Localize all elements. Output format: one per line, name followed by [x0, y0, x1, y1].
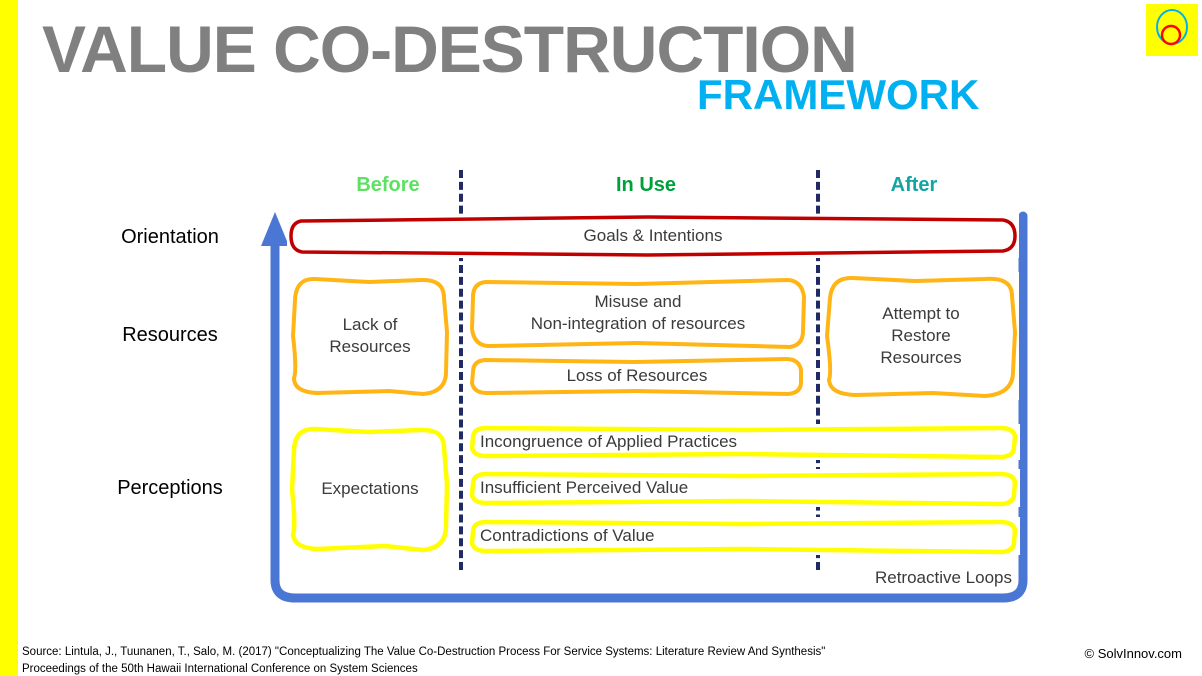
phase-divider-inuse-after — [816, 170, 824, 570]
copyright-notice: © SolvInnov.com — [1084, 646, 1183, 661]
box-contradictions-of-value[interactable]: Contradictions of Value — [468, 517, 1020, 555]
sketch-outline — [469, 425, 1018, 460]
sketch-outline — [291, 276, 449, 396]
source-line-2: Proceedings of the 50th Hawaii Internati… — [22, 662, 418, 675]
sketch-outline — [289, 426, 450, 553]
sketch-outline — [470, 278, 806, 349]
sketch-outline — [469, 519, 1018, 555]
row-label-orientation: Orientation — [121, 226, 219, 248]
box-label: Expectations — [321, 478, 419, 498]
box-label: Insufficient Perceived Value — [480, 477, 689, 497]
box-label: Loss of Resources — [566, 365, 708, 385]
logo-icon — [1156, 9, 1188, 46]
sketch-outline — [470, 357, 803, 396]
solvinnov-logo[interactable] — [1146, 4, 1198, 56]
sketch-outline — [469, 471, 1018, 507]
row-label-resources: Resources — [122, 324, 218, 346]
phase-divider-before-inuse — [459, 170, 467, 570]
box-label: Incongruence of Applied Practices — [480, 431, 738, 451]
row-label-perceptions: Perceptions — [117, 477, 223, 499]
box-label: Contradictions of Value — [480, 525, 655, 545]
box-loss-of-resources[interactable]: Loss of Resources — [468, 355, 806, 397]
phase-header-before: Before — [356, 174, 420, 196]
box-expectations[interactable]: Expectations — [289, 424, 451, 554]
box-incongruence-of-applied-practices[interactable]: Incongruence of Applied Practices — [468, 424, 1020, 460]
box-label: Goals & Intentions — [583, 225, 723, 245]
box-insufficient-perceived-value[interactable]: Insufficient Perceived Value — [468, 469, 1020, 507]
box-goals-and-intentions[interactable]: Goals & Intentions — [287, 214, 1019, 258]
retroactive-loops-caption: Retroactive Loops — [874, 568, 1012, 587]
source-line-1: Source: Lintula, J., Tuunanen, T., Salo,… — [22, 646, 826, 658]
phase-header-after: After — [890, 174, 938, 196]
source-citation: Source: Lintula, J., Tuunanen, T., Salo,… — [22, 644, 825, 676]
page-title: VALUE CO-DESTRUCTION — [42, 12, 858, 86]
sketch-outline — [825, 275, 1017, 398]
page-subtitle: FRAMEWORK — [697, 71, 980, 118]
sketch-outline — [289, 215, 1017, 257]
left-accent-bar — [0, 0, 18, 676]
phase-header-in-use: In Use — [615, 174, 677, 196]
